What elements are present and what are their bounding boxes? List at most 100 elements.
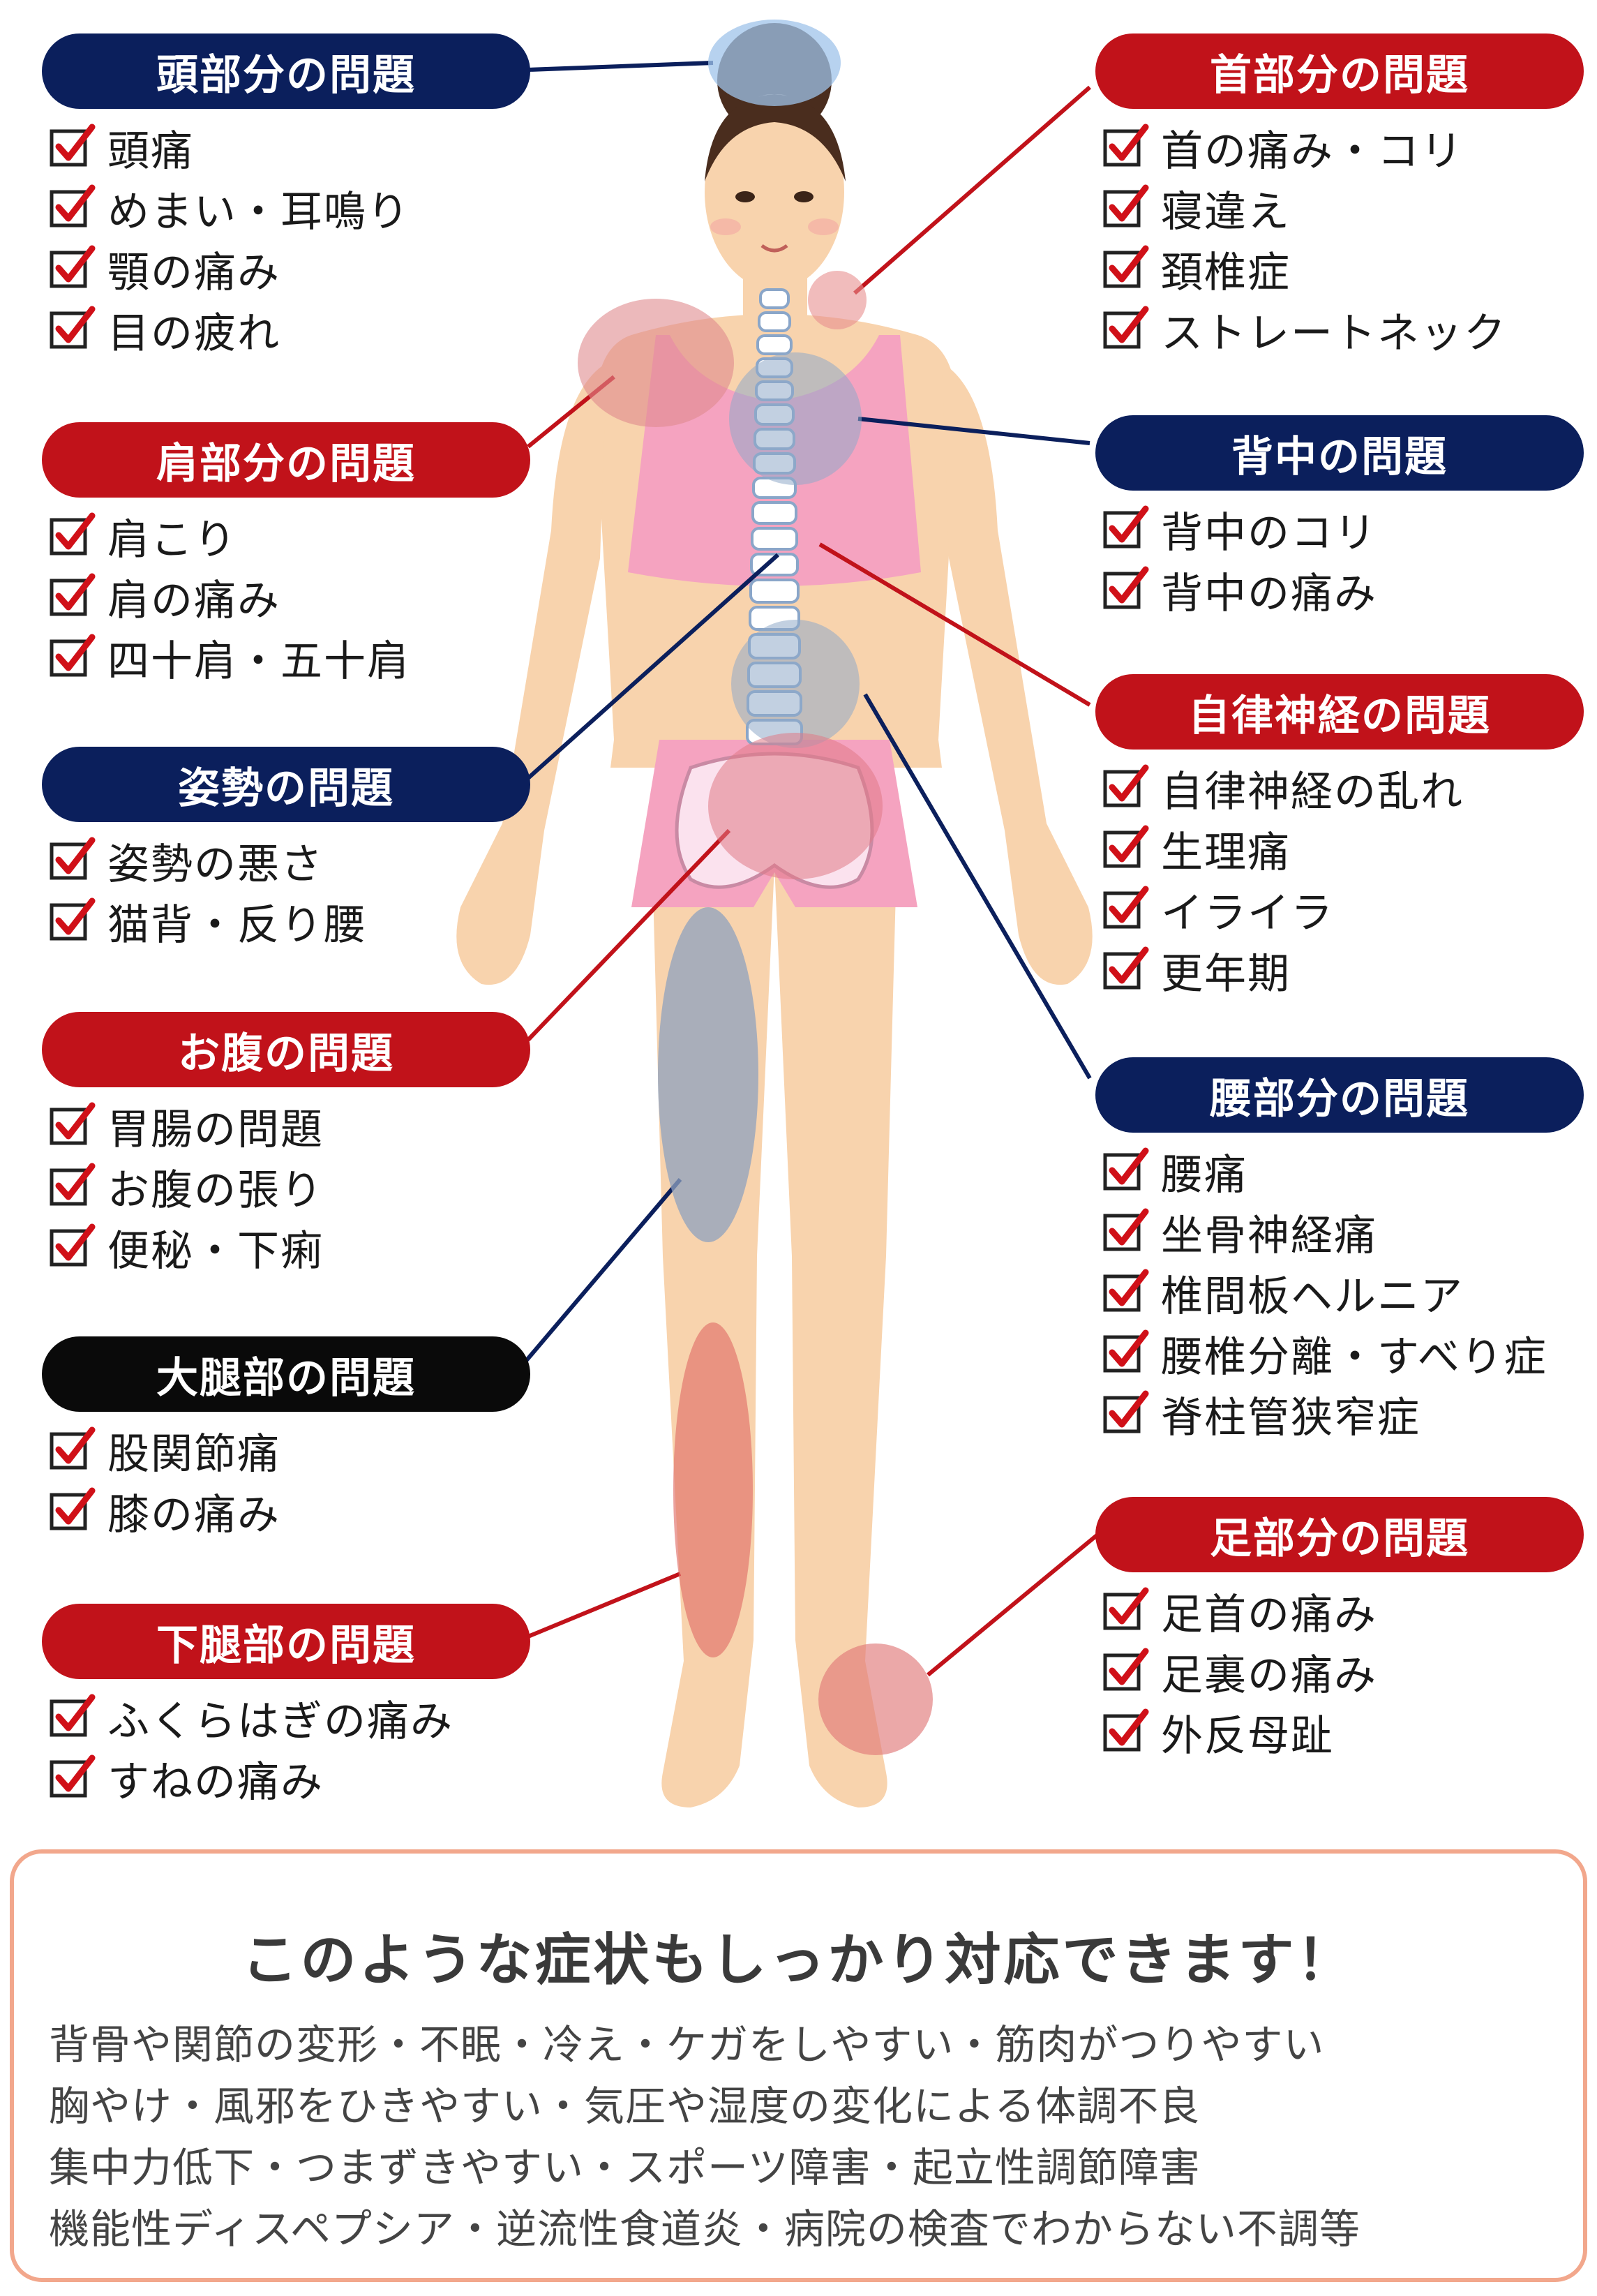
checkbox-checked-icon <box>47 1486 98 1537</box>
checkbox-checked-icon <box>47 305 98 355</box>
symptom-list: 姿勢の悪さ猫背・反り腰 <box>42 830 544 952</box>
symptom-item: ふくらはぎの痛み <box>47 1687 544 1748</box>
symptom-item: めまい・耳鳴り <box>47 178 544 239</box>
symptom-label: 目の疲れ <box>107 309 280 358</box>
checkbox-checked-icon <box>47 572 98 623</box>
symptom-label: めまい・耳鳴り <box>107 188 410 237</box>
checkbox-checked-icon <box>47 1101 98 1151</box>
symptom-item: 更年期 <box>1101 940 1597 1001</box>
section-title-calf: 下腿部の問題 <box>42 1604 530 1679</box>
section-foot: 足部分の問題足首の痛み足裏の痛み外反母趾 <box>1095 1497 1597 1763</box>
checkbox-checked-icon <box>47 123 98 173</box>
checkbox-checked-icon <box>1101 565 1151 616</box>
body-silhouette <box>456 23 1093 1807</box>
section-title-posture: 姿勢の問題 <box>42 747 530 822</box>
symptom-label: 坐骨神経痛 <box>1161 1212 1377 1260</box>
checkbox-checked-icon <box>47 244 98 295</box>
symptom-item: 胃腸の問題 <box>47 1096 544 1156</box>
section-neck: 首部分の問題首の痛み・コリ寝違え頚椎症ストレートネック <box>1095 33 1597 360</box>
additional-symptoms-box: このような症状もしっかり対応できます！ 背骨や関節の変形・不眠・冷え・ケガをしや… <box>10 1849 1587 2282</box>
symptom-item: 足裏の痛み <box>1101 1641 1597 1702</box>
symptom-item: 腰痛 <box>1101 1141 1597 1202</box>
section-posture: 姿勢の問題姿勢の悪さ猫背・反り腰 <box>42 747 544 952</box>
symptom-label: 首の痛み・コリ <box>1161 127 1464 176</box>
symptom-label: 頭痛 <box>107 127 194 176</box>
section-title-belly: お腹の問題 <box>42 1012 530 1087</box>
checkbox-checked-icon <box>1101 1329 1151 1379</box>
checkbox-checked-icon <box>1101 123 1151 173</box>
symptom-item: イライラ <box>1101 879 1597 940</box>
additional-symptoms-title: このような症状もしっかり対応できます！ <box>241 1928 1356 1992</box>
symptom-label: 便秘・下痢 <box>107 1227 324 1276</box>
symptom-item: 坐骨神経痛 <box>1101 1202 1597 1262</box>
checkbox-checked-icon <box>1101 1647 1151 1697</box>
symptom-label: 胃腸の問題 <box>107 1105 324 1154</box>
checkbox-checked-icon <box>47 897 98 947</box>
symptom-label: 足首の痛み <box>1161 1590 1377 1639</box>
symptom-list: ふくらはぎの痛みすねの痛み <box>42 1687 544 1809</box>
connector-lines <box>512 61 1098 1677</box>
checkbox-checked-icon <box>47 1693 98 1743</box>
symptom-item: 膝の痛み <box>47 1481 544 1542</box>
symptom-item: 頚椎症 <box>1101 239 1597 299</box>
symptom-list: 腰痛坐骨神経痛椎間板ヘルニア腰椎分離・すべり症脊柱管狭窄症 <box>1095 1141 1597 1445</box>
symptom-label: 腰痛 <box>1161 1151 1247 1200</box>
symptom-item: 股関節痛 <box>47 1420 544 1481</box>
checkbox-checked-icon <box>1101 885 1151 935</box>
symptom-item: お腹の張り <box>47 1156 544 1217</box>
checkbox-checked-icon <box>47 836 98 886</box>
symptom-label: 外反母趾 <box>1161 1712 1334 1761</box>
symptom-item: 便秘・下痢 <box>47 1217 544 1278</box>
section-calf: 下腿部の問題ふくらはぎの痛みすねの痛み <box>42 1604 544 1809</box>
symptom-label: 椎間板ヘルニア <box>1161 1272 1464 1321</box>
symptom-label: 肩こり <box>107 516 237 565</box>
symptom-label: 自律神経の乱れ <box>1161 768 1464 817</box>
pain-area-highlights <box>578 20 933 1755</box>
symptom-label: 頚椎症 <box>1161 248 1291 297</box>
checkbox-checked-icon <box>1101 946 1151 996</box>
symptom-item: すねの痛み <box>47 1748 544 1809</box>
symptom-label: 背中の痛み <box>1161 569 1377 618</box>
section-thigh: 大腿部の問題股関節痛膝の痛み <box>42 1336 544 1542</box>
checkbox-checked-icon <box>47 1426 98 1476</box>
section-title-shoulder: 肩部分の問題 <box>42 422 530 498</box>
symptom-label: 足裏の痛み <box>1161 1651 1377 1700</box>
symptom-label: 寝違え <box>1161 188 1291 237</box>
symptom-item: 脊柱管狭窄症 <box>1101 1384 1597 1445</box>
symptom-list: 足首の痛み足裏の痛み外反母趾 <box>1095 1581 1597 1763</box>
checkbox-checked-icon <box>47 1162 98 1212</box>
symptom-label: ストレートネック <box>1161 309 1507 358</box>
symptom-item: 猫背・反り腰 <box>47 891 544 952</box>
symptom-list: 股関節痛膝の痛み <box>42 1420 544 1542</box>
symptom-item: 頭痛 <box>47 117 544 178</box>
checkbox-checked-icon <box>1101 1207 1151 1258</box>
symptom-label: ふくらはぎの痛み <box>107 1697 453 1746</box>
section-belly: お腹の問題胃腸の問題お腹の張り便秘・下痢 <box>42 1012 544 1278</box>
symptom-item: 目の疲れ <box>47 299 544 360</box>
symptom-label: 腰椎分離・すべり症 <box>1161 1333 1547 1382</box>
checkbox-checked-icon <box>47 1223 98 1273</box>
symptom-item: 顎の痛み <box>47 239 544 299</box>
symptom-list: 肩こり肩の痛み四十肩・五十肩 <box>42 506 544 688</box>
section-title-head: 頭部分の問題 <box>42 33 530 109</box>
symptom-item: 腰椎分離・すべり症 <box>1101 1323 1597 1384</box>
section-title-thigh: 大腿部の問題 <box>42 1336 530 1412</box>
symptom-list: 自律神経の乱れ生理痛イライラ更年期 <box>1095 758 1597 1001</box>
symptom-label: 脊柱管狭窄症 <box>1161 1394 1420 1443</box>
checkbox-checked-icon <box>1101 184 1151 234</box>
symptom-label: 背中のコリ <box>1161 509 1377 558</box>
symptom-list: 首の痛み・コリ寝違え頚椎症ストレートネック <box>1095 117 1597 360</box>
symptom-label: 股関節痛 <box>107 1430 280 1479</box>
additional-symptoms-list: 背骨や関節の変形・不眠・冷え・ケガをしやすい・筋肉がつりやすい 胸やけ・風邪をひ… <box>49 2014 1562 2260</box>
checkbox-checked-icon <box>47 633 98 683</box>
checkbox-checked-icon <box>47 1754 98 1804</box>
checkbox-checked-icon <box>47 512 98 562</box>
checkbox-checked-icon <box>1101 763 1151 814</box>
section-title-lumbar: 腰部分の問題 <box>1095 1057 1584 1133</box>
symptom-label: 四十肩・五十肩 <box>107 637 410 686</box>
checkbox-checked-icon <box>1101 1268 1151 1318</box>
symptom-label: 肩の痛み <box>107 576 280 625</box>
additional-symptoms-line: 胸やけ・風邪をひきやすい・気圧や湿度の変化による体調不良 <box>49 2082 1201 2130</box>
checkbox-checked-icon <box>47 184 98 234</box>
